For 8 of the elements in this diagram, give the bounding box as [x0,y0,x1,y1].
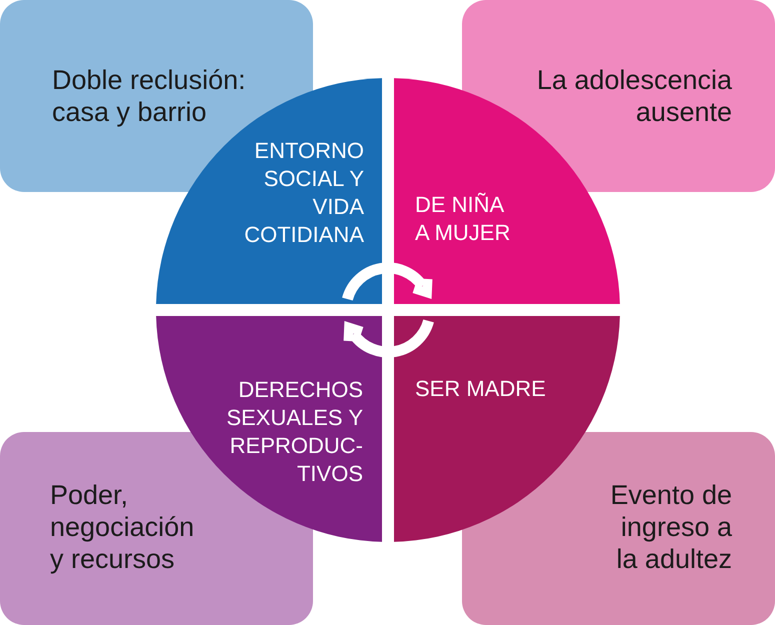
quadrant-title: DERECHOS SEXUALES Y REPRODUC- TIVOS [226,377,363,486]
quadrant-title: DE NIÑA A MUJER [415,192,510,245]
topic-label: Poder, negociación y recursos [50,480,194,574]
quadrant-title: SER MADRE [415,376,546,401]
topic-label: Doble reclusión: casa y barrio [52,65,246,127]
topic-label: Evento de ingreso a la adultez [610,480,732,574]
quadrant-title: ENTORNO SOCIAL Y VIDA COTIDIANA [244,138,364,247]
topic-label: La adolescencia ausente [536,65,732,127]
